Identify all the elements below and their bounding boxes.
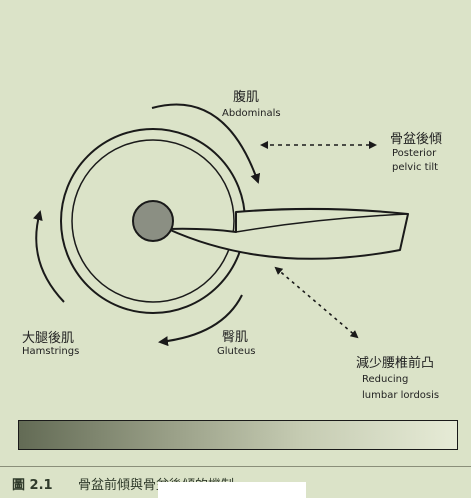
hamstrings-label-zh: 大腿後肌 xyxy=(22,331,75,346)
lordosis-label-en-2: lumbar lordosis xyxy=(362,390,440,401)
hamstrings-arrow xyxy=(33,210,65,303)
figure-label: 圖 2.1 xyxy=(12,478,53,493)
posterior-tilt-label-en-2: pelvic tilt xyxy=(392,162,439,173)
posterior-tilt-label-en-1: Posterior xyxy=(392,148,437,159)
abdominals-label-zh: 腹肌 xyxy=(233,90,260,105)
redaction-mask xyxy=(158,482,306,498)
lumbar-spine-band xyxy=(167,207,409,260)
posterior-tilt-label-zh: 骨盆後傾 xyxy=(390,132,443,147)
caption-divider xyxy=(0,466,471,467)
lumbar-spine-inner-line xyxy=(235,213,409,233)
hamstrings-label-en: Hamstrings xyxy=(22,346,80,357)
abdominals-label-en: Abdominals xyxy=(222,108,281,119)
gradient-bar xyxy=(18,420,458,450)
gluteus-arrow xyxy=(158,294,243,347)
lordosis-label-zh: 減少腰椎前凸 xyxy=(356,356,435,371)
gluteus-label-zh: 臀肌 xyxy=(222,330,249,345)
hip-joint xyxy=(132,200,174,242)
lordosis-arrow xyxy=(274,266,359,339)
abdominals-arrow xyxy=(151,103,261,184)
gluteus-label-en: Gluteus xyxy=(217,346,256,357)
lordosis-label-en-1: Reducing xyxy=(362,374,409,385)
pelvis-inner-circle xyxy=(71,139,235,303)
